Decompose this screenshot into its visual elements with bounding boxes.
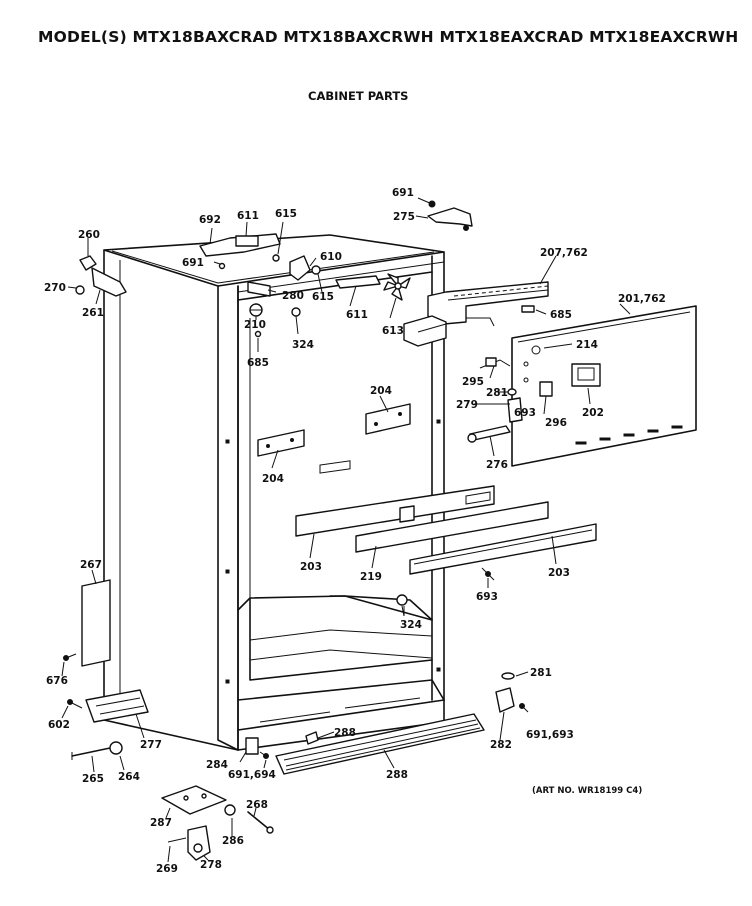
callout-275: 275 xyxy=(393,211,415,223)
callout-265: 265 xyxy=(82,773,104,785)
callout-615-top: 615 xyxy=(275,208,297,220)
callout-282: 282 xyxy=(490,739,512,751)
callout-203-left: 203 xyxy=(300,561,322,573)
callout-602: 602 xyxy=(48,719,70,731)
callout-685-right: 685 xyxy=(550,309,572,321)
callout-204-left: 204 xyxy=(262,473,284,485)
section-title: CABINET PARTS xyxy=(308,89,409,103)
cabinet-body xyxy=(103,234,445,751)
callout-210: 210 xyxy=(244,319,266,331)
callout-610: 610 xyxy=(320,251,342,263)
callout-279: 279 xyxy=(456,399,478,411)
callout-269: 269 xyxy=(156,863,178,875)
callout-268: 268 xyxy=(246,799,268,811)
callout-270: 270 xyxy=(44,282,66,294)
callout-613: 613 xyxy=(382,325,404,337)
brackets-204 xyxy=(257,403,411,457)
callout-286: 286 xyxy=(222,835,244,847)
callout-691-left: 691 xyxy=(182,257,204,269)
callout-284: 284 xyxy=(206,759,228,771)
callout-281-top: 281 xyxy=(486,387,508,399)
callout-219: 219 xyxy=(360,571,382,583)
callout-261: 261 xyxy=(82,307,104,319)
callout-691-694: 691,694 xyxy=(228,769,276,781)
callout-280: 280 xyxy=(282,290,304,302)
cabinet-top-parts xyxy=(75,233,411,338)
callout-324-top: 324 xyxy=(292,339,314,351)
callout-203-right: 203 xyxy=(548,567,570,579)
grille-288 xyxy=(275,713,485,775)
callout-676: 676 xyxy=(46,675,68,687)
callout-693-small: 693 xyxy=(514,407,536,419)
rear-panel-201 xyxy=(467,305,697,467)
callout-288-top: 288 xyxy=(334,727,356,739)
bracket-284 xyxy=(245,737,269,759)
callout-204-right: 204 xyxy=(370,385,392,397)
art-number: (ART NO. WR18199 C4) xyxy=(532,786,643,796)
callout-201-762: 201,762 xyxy=(618,293,666,305)
callout-693: 693 xyxy=(476,591,498,603)
callout-287: 287 xyxy=(150,817,172,829)
callout-260: 260 xyxy=(78,229,100,241)
callout-691-top: 691 xyxy=(392,187,414,199)
evaporator-assembly xyxy=(403,281,549,347)
left-side-parts xyxy=(63,579,149,723)
callout-267: 267 xyxy=(80,559,102,571)
callout-labels: 691 275 692 611 615 260 691 610 207,762 … xyxy=(44,187,666,875)
hinge-282 xyxy=(495,672,529,713)
callout-278: 278 xyxy=(200,859,222,871)
callout-207-762: 207,762 xyxy=(540,247,588,259)
mullions xyxy=(295,460,597,575)
callout-685-left: 685 xyxy=(247,357,269,369)
leveling-parts xyxy=(71,741,123,760)
bracket-275 xyxy=(417,197,473,231)
callout-288: 288 xyxy=(386,769,408,781)
callout-692: 692 xyxy=(199,214,221,226)
callout-276: 276 xyxy=(486,459,508,471)
callout-214: 214 xyxy=(576,339,598,351)
bottom-hardware xyxy=(161,785,274,861)
callout-264: 264 xyxy=(118,771,140,783)
callout-296: 296 xyxy=(545,417,567,429)
callout-611-top: 611 xyxy=(237,210,259,222)
callout-615: 615 xyxy=(312,291,334,303)
callout-324: 324 xyxy=(400,619,422,631)
leader-lines xyxy=(61,215,631,863)
callout-691-693: 691,693 xyxy=(526,729,574,741)
callout-277: 277 xyxy=(140,739,162,751)
callout-281: 281 xyxy=(530,667,552,679)
model-title: MODEL(S) MTX18BAXCRAD MTX18BAXCRWH MTX18… xyxy=(38,28,739,46)
callout-202: 202 xyxy=(582,407,604,419)
callout-295: 295 xyxy=(462,376,484,388)
callout-611: 611 xyxy=(346,309,368,321)
